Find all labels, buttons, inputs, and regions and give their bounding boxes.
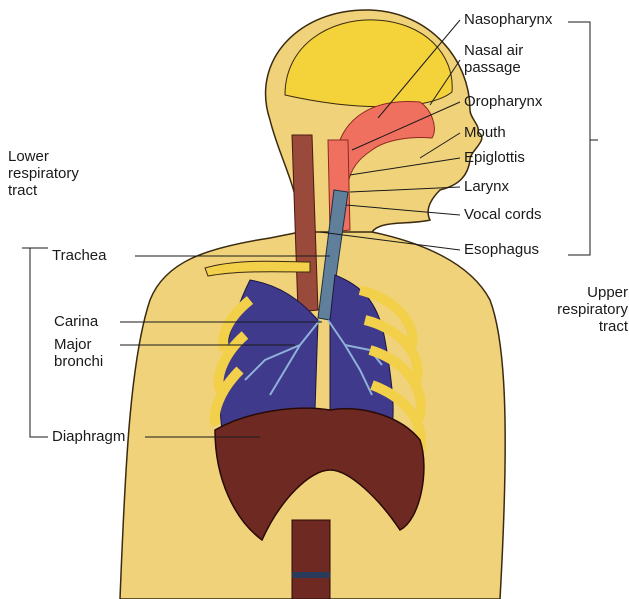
- label-esophagus: Esophagus: [464, 241, 539, 258]
- spine-segment: [292, 520, 330, 599]
- label-oropharynx: Oropharynx: [464, 93, 542, 110]
- label-trachea: Trachea: [52, 247, 106, 264]
- label-vocal-cords: Vocal cords: [464, 206, 542, 223]
- label-nasal-air-passage: Nasal air passage: [464, 42, 523, 76]
- spine-band: [292, 572, 330, 578]
- label-epiglottis: Epiglottis: [464, 149, 525, 166]
- label-larynx: Larynx: [464, 178, 509, 195]
- label-upper-respiratory-tract: Upper respiratory tract: [540, 284, 628, 335]
- label-lower-respiratory-tract: Lower respiratory tract: [8, 148, 79, 199]
- label-mouth: Mouth: [464, 124, 506, 141]
- label-major-bronchi: Major bronchi: [54, 336, 103, 370]
- label-nasopharynx: Nasopharynx: [464, 11, 552, 28]
- label-diaphragm: Diaphragm: [52, 428, 125, 445]
- label-carina: Carina: [54, 313, 98, 330]
